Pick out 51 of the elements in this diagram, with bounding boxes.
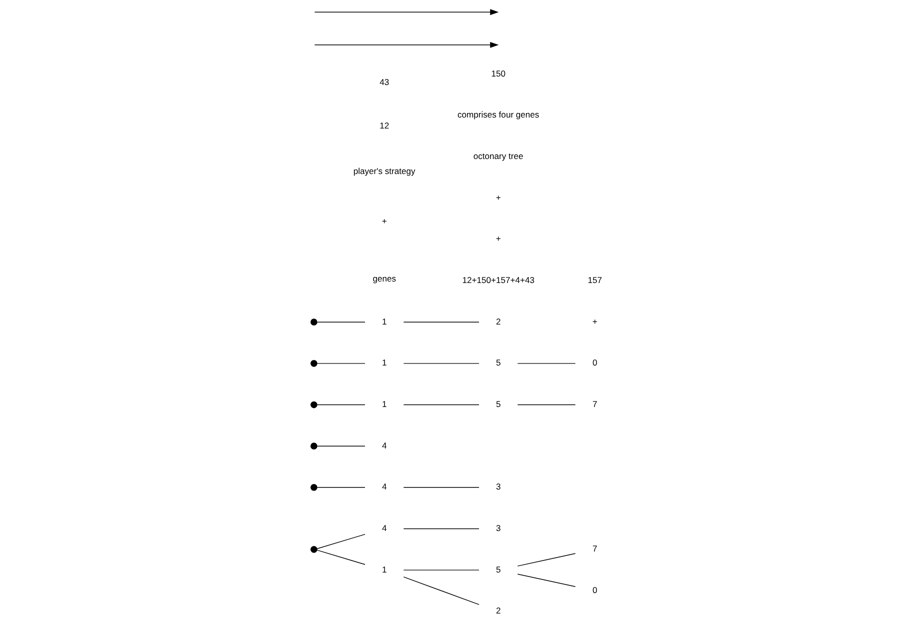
node-text: 1 <box>381 564 386 574</box>
node-text: 4 <box>381 522 386 533</box>
node-text: 4 <box>381 440 386 450</box>
node-text: 1 <box>381 316 386 326</box>
node-dot <box>310 401 317 408</box>
label: 157 <box>587 274 602 285</box>
connector <box>402 576 479 605</box>
node-text: 7 <box>592 544 597 554</box>
node-dot <box>310 442 317 450</box>
connector <box>316 550 365 565</box>
connector <box>516 553 576 566</box>
connector <box>316 487 365 488</box>
label: + <box>495 192 500 202</box>
connector <box>402 487 479 488</box>
node-text: 2 <box>495 606 500 616</box>
node-dot <box>310 546 317 553</box>
label: 43 <box>379 76 389 87</box>
connector <box>402 404 479 406</box>
connector <box>516 404 576 406</box>
label: + <box>381 216 386 226</box>
connector <box>316 534 365 550</box>
node-text: 5 <box>495 564 500 574</box>
label: + <box>592 316 597 326</box>
node-text: 3 <box>495 522 500 533</box>
node-dot <box>310 360 317 367</box>
connector <box>316 404 365 406</box>
node-text: 0 <box>592 358 597 368</box>
node-dot <box>310 484 317 491</box>
connector <box>516 363 576 364</box>
node-text: 3 <box>495 482 500 492</box>
node-text: 2 <box>495 316 500 326</box>
label: + <box>495 234 500 244</box>
connector <box>516 574 576 587</box>
label: player's strategy <box>352 166 415 176</box>
connector <box>402 528 479 530</box>
node-text: 0 <box>592 584 597 595</box>
node-text: 4 <box>381 482 386 492</box>
node-text: 5 <box>495 358 500 368</box>
connector <box>402 363 479 364</box>
node-text: 5 <box>495 398 500 409</box>
label: comprises four genes <box>456 110 539 120</box>
node-text: 7 <box>592 398 597 409</box>
label: 12 <box>379 120 389 130</box>
node-text: 1 <box>381 398 386 409</box>
label: genes <box>372 274 396 284</box>
connector <box>316 363 365 364</box>
node-text: 1 <box>381 358 386 368</box>
label: octonary tree <box>472 150 523 161</box>
label: 12+150+157+4+43 <box>462 274 534 285</box>
label: 150 <box>490 68 505 78</box>
node-dot <box>310 318 317 326</box>
